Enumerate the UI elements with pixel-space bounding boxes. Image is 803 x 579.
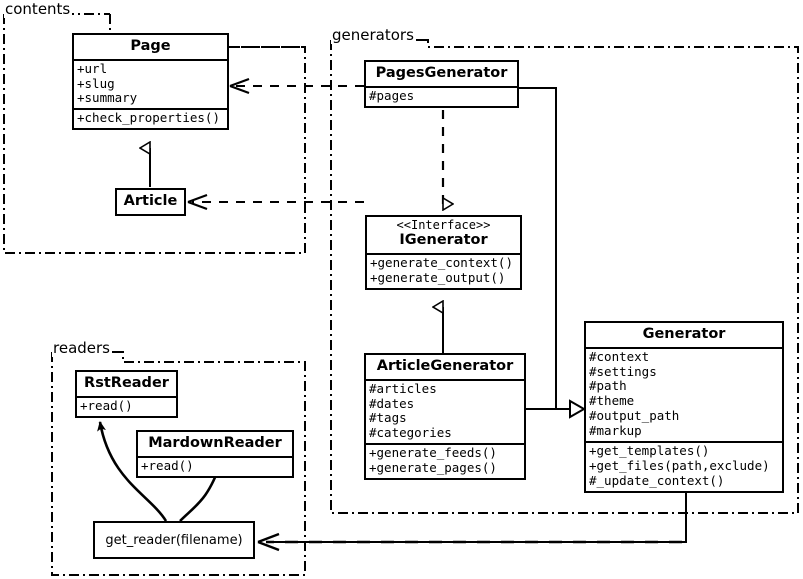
method-update-context: #_update_context() [589,472,725,488]
class-mardown-reader[interactable]: MardownReader +read() [136,430,294,478]
method-generate-pages: +generate_pages() [369,460,497,476]
class-igenerator-stereotype: <<Interface>> [396,218,491,232]
class-article-generator[interactable]: ArticleGenerator #articles #dates #tags … [364,353,526,480]
generalization-arrowhead-generator [569,399,587,419]
attribute-url: +url [77,60,108,76]
attribute-dates: #dates [369,395,415,411]
class-igenerator-title: IGenerator [399,232,488,249]
attribute-output-path: #output_path [589,408,680,424]
class-generator-attributes: #context #settings #path #theme #output_… [586,346,782,441]
function-get-reader-label: get_reader(filename) [105,532,243,548]
attribute-pages: #pages [369,87,415,103]
dependency-arrowhead-getreader [257,532,280,552]
class-article-generator-title: ArticleGenerator [376,358,514,374]
class-page-title: Page [130,38,171,54]
attribute-context: #context [589,348,650,364]
attribute-articles: #articles [369,380,437,396]
class-pages-generator-title: PagesGenerator [375,65,508,81]
package-label-readers: readers [52,339,112,357]
attribute-settings: #settings [589,363,657,379]
attribute-path: #path [589,378,627,394]
method-rst-read: +read() [80,397,133,413]
class-pages-generator[interactable]: PagesGenerator #pages [364,60,519,108]
dependency-arrowhead-page [229,77,250,95]
attribute-categories: #categories [369,425,452,441]
connector-getreader-to-rstreader [97,421,168,522]
package-label-contents: contents [4,0,73,18]
class-mardown-reader-methods: +read() [138,455,292,476]
class-rst-reader-methods: +read() [77,395,176,416]
attribute-markup: #markup [589,423,642,439]
method-get-files: +get_files(path,exclude) [589,457,770,473]
method-check-properties: +check_properties() [77,110,220,126]
class-article-generator-attributes: #articles #dates #tags #categories [366,378,524,444]
method-get-templates: +get_templates() [589,442,710,458]
class-pages-generator-attributes: #pages [366,85,517,106]
package-label-generators: generators [331,26,416,44]
attribute-slug: +slug [77,75,115,91]
class-generator-methods: +get_templates() +get_files(path,exclude… [586,440,782,491]
function-get-reader[interactable]: get_reader(filename) [93,521,255,559]
dependency-arrowhead-article [187,193,208,211]
attribute-tags: #tags [369,410,407,426]
class-mardown-reader-title: MardownReader [148,435,282,451]
class-page-methods: +check_properties() [74,108,227,128]
class-igenerator-methods: +generate_context() +generate_output() [367,252,520,288]
class-article-generator-methods: +generate_feeds() +generate_pages() [366,443,524,478]
connector-generator-to-getreader [266,491,687,543]
method-generate-context: +generate_context() [370,254,513,270]
attribute-summary: +summary [77,90,138,106]
class-article-title: Article [123,193,178,209]
method-generate-output: +generate_output() [370,269,506,285]
class-generator-title: Generator [642,326,726,342]
class-igenerator[interactable]: <<Interface>> IGenerator +generate_conte… [365,215,522,290]
class-page[interactable]: Page +url +slug +summary +check_properti… [72,33,229,131]
class-generator[interactable]: Generator #context #settings #path #them… [584,321,784,493]
method-mardown-read: +read() [141,457,194,473]
attribute-theme: #theme [589,393,635,409]
class-article[interactable]: Article [115,188,186,216]
method-generate-feeds: +generate_feeds() [369,445,497,461]
class-rst-reader-title: RstReader [84,375,169,391]
connector-pagesgenerator-to-generator [519,87,570,410]
class-rst-reader[interactable]: RstReader +read() [75,370,178,418]
class-page-attributes: +url +slug +summary [74,58,227,109]
